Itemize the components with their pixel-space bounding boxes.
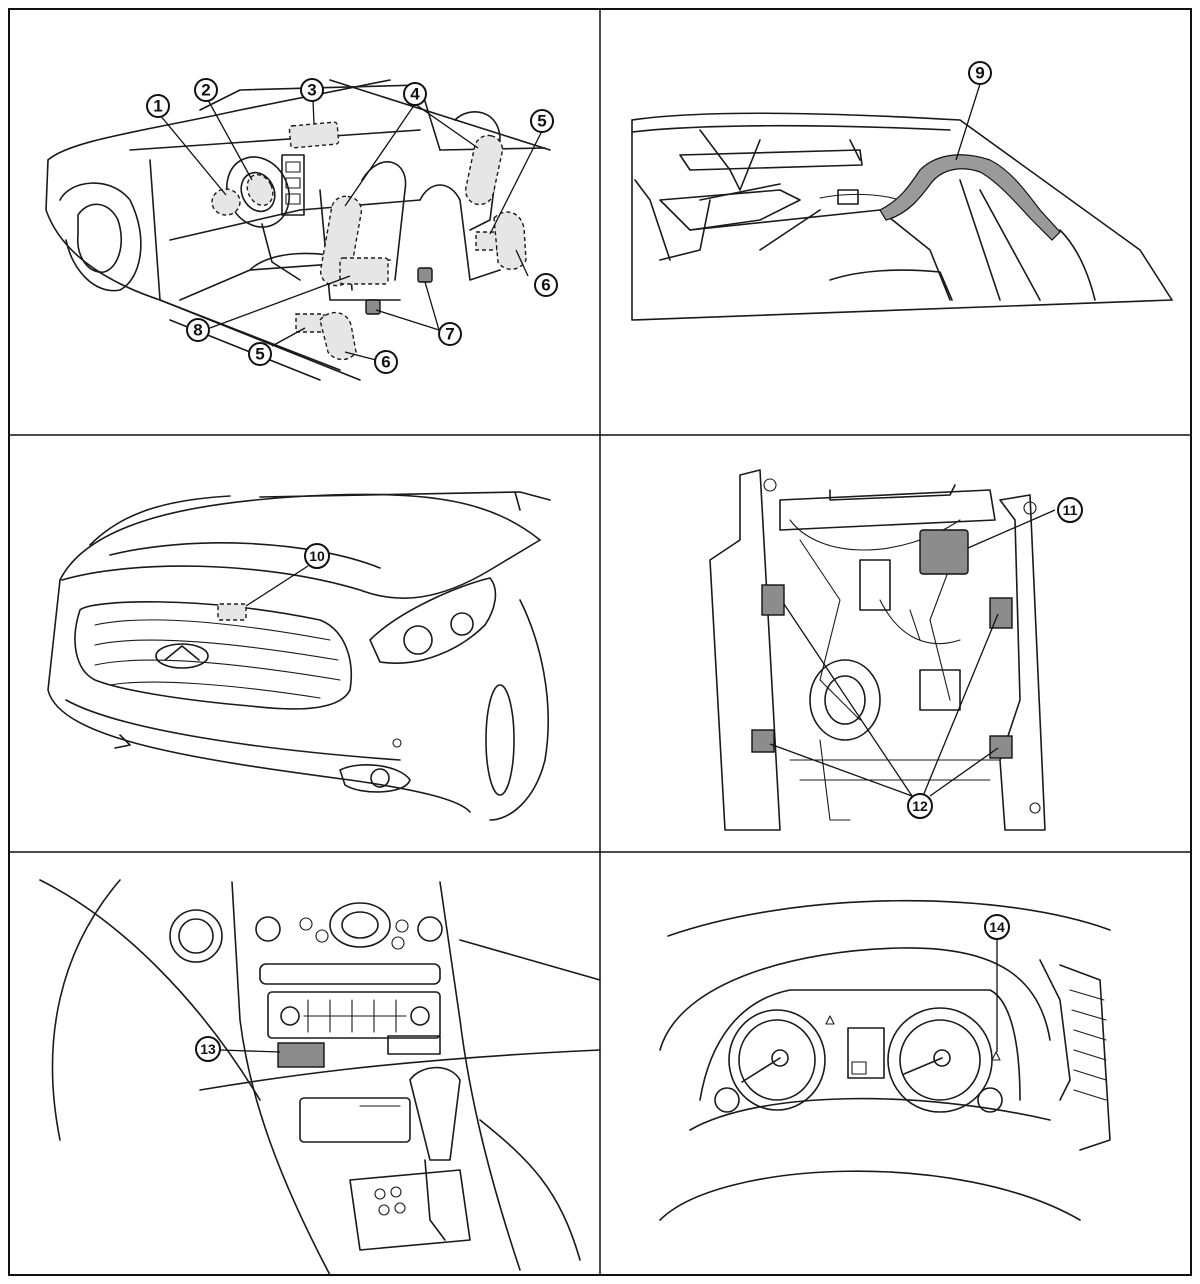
callout-11: 11: [1057, 497, 1083, 523]
svg-text:9: 9: [975, 64, 984, 83]
airbag-2-driver: [246, 173, 274, 207]
svg-text:7: 7: [445, 325, 454, 344]
airbag-1-knee: [211, 188, 241, 216]
panel-1-leaders: [159, 99, 543, 361]
pretensioner-6-front: [319, 311, 357, 361]
panel-instrument-cluster: [659, 899, 1111, 1221]
callout-3: 3: [300, 78, 324, 102]
svg-text:6: 6: [381, 353, 390, 372]
callout-1: 1: [146, 94, 170, 118]
airbag-8-control-unit: [339, 257, 389, 285]
svg-text:5: 5: [255, 345, 264, 364]
sensor-10-hood: [217, 603, 247, 621]
svg-text:10: 10: [309, 548, 325, 564]
svg-text:11: 11: [1063, 502, 1078, 518]
airbag-3-passenger: [288, 121, 340, 149]
callout-10: 10: [304, 543, 330, 569]
indicator-13-console: [277, 1042, 325, 1068]
seat-sensor-12-c: [751, 729, 775, 753]
airbag-4-seat-right: [464, 134, 504, 206]
panel-front-vehicle: [47, 491, 551, 821]
callout-9: 9: [968, 61, 992, 85]
sensor-7-rear: [417, 267, 433, 283]
panel-under-seat: [709, 469, 1056, 831]
seat-sensor-12-a: [761, 584, 785, 616]
svg-text:14: 14: [989, 919, 1005, 935]
callout-6-rear: 6: [534, 273, 558, 297]
svg-text:5: 5: [537, 112, 546, 131]
svg-text:13: 13: [200, 1041, 216, 1057]
control-unit-11: [919, 529, 969, 575]
callout-12: 12: [907, 793, 933, 819]
callout-4: 4: [403, 82, 427, 106]
svg-text:8: 8: [193, 321, 202, 340]
sensor-7-front: [365, 299, 381, 315]
car-body-outline: [45, 79, 551, 381]
callout-8: 8: [186, 318, 210, 342]
svg-text:2: 2: [201, 81, 210, 100]
seat-sensor-12-d: [989, 735, 1013, 759]
svg-text:12: 12: [912, 798, 928, 814]
callout-6-front: 6: [374, 350, 398, 374]
callout-14: 14: [984, 914, 1010, 940]
callout-7: 7: [438, 322, 462, 346]
callout-2: 2: [194, 78, 218, 102]
svg-text:3: 3: [307, 81, 316, 100]
panel-center-console: [39, 879, 601, 1276]
panel-interior-airbags: [45, 79, 551, 381]
callout-5-rear: 5: [530, 109, 554, 133]
grille-emblem: [155, 643, 209, 669]
svg-text:6: 6: [541, 276, 550, 295]
seat-sensor-12-b: [989, 597, 1013, 629]
callout-13: 13: [195, 1036, 221, 1062]
center-console-stack: [281, 154, 305, 216]
sensor-5-rear: [475, 231, 501, 251]
svg-text:1: 1: [153, 97, 162, 116]
harness-9: [879, 154, 1061, 241]
panel-roof-harness: [631, 83, 1173, 321]
warning-lamp-14: [991, 1051, 1001, 1061]
airbag-parts: [211, 121, 527, 361]
sensor-5-front: [295, 313, 325, 333]
svg-text:4: 4: [410, 85, 420, 104]
callout-5-front: 5: [248, 342, 272, 366]
